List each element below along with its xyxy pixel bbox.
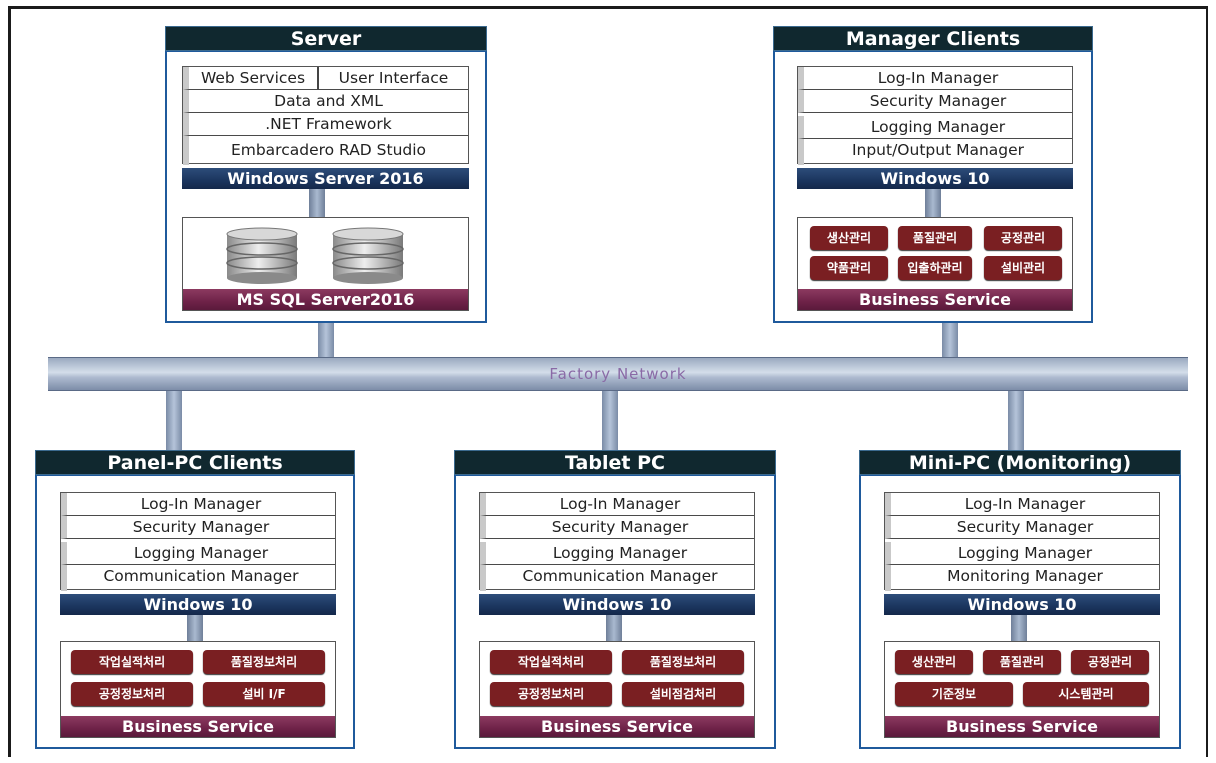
web-services-layer: Web Services [183,67,319,90]
factory-network-bus: Factory Network [48,357,1188,391]
server-title: Server [165,26,487,51]
user-interface-layer: User Interface [319,67,468,90]
manager-os-bar: Windows 10 [797,168,1073,189]
service-chip: 약품관리 [810,256,888,280]
communication-manager-layer: Communication Manager [480,565,754,591]
service-chip: 공정정보처리 [71,682,193,706]
database-icon [226,227,298,284]
mini-service-box: 생산관리 품질관리 공정관리 기준정보 시스템관리 Business Servi… [884,641,1160,738]
tablet-service-box: 작업실적처리 품질정보처리 공정정보처리 설비점검처리 Business Ser… [479,641,755,738]
service-chip: 생산관리 [810,226,888,250]
panel-node: Panel-PC Clients Log-In Manager Security… [35,450,355,749]
mini-node: Mini-PC (Monitoring) Log-In Manager Secu… [859,450,1181,749]
tablet-network-link [602,388,618,450]
service-chip: 품질관리 [898,226,972,250]
service-chip: 품질정보처리 [203,650,325,674]
communication-manager-layer: Communication Manager [61,565,335,591]
security-manager-layer: Security Manager [885,516,1159,539]
manager-stack: Log-In Manager Security Manager Logging … [797,66,1073,165]
monitoring-manager-layer: Monitoring Manager [885,565,1159,591]
login-manager-layer: Log-In Manager [61,493,335,516]
tablet-stack: Log-In Manager Security Manager Logging … [479,492,755,591]
manager-os-service-link [925,189,941,218]
server-network-link [318,322,334,358]
security-manager-layer: Security Manager [798,90,1072,113]
mini-title: Mini-PC (Monitoring) [859,450,1181,475]
network-label: Factory Network [549,365,687,383]
manager-network-link [942,323,958,358]
service-chip: 공정관리 [1071,650,1149,674]
service-chip: 공정정보처리 [490,682,612,706]
manager-service-box: 생산관리 품질관리 공정관리 약품관리 입출하관리 설비관리 Business … [797,217,1073,311]
tablet-node: Tablet PC Log-In Manager Security Manage… [454,450,776,749]
security-manager-layer: Security Manager [61,516,335,539]
database-icon [332,227,404,284]
panel-service-box: 작업실적처리 품질정보처리 공정정보처리 설비 I/F Business Ser… [60,641,336,738]
security-manager-layer: Security Manager [480,516,754,539]
manager-node: Manager Clients Log-In Manager Security … [773,26,1093,323]
business-service-bar: Business Service [61,716,335,737]
service-chip: 입출하관리 [898,256,972,280]
server-stack: Web Services User Interface Data and XML… [182,66,469,165]
service-chip: 생산관리 [895,650,973,674]
panel-stack: Log-In Manager Security Manager Logging … [60,492,336,591]
logging-manager-layer: Logging Manager [885,542,1159,565]
panel-os-service-link [187,615,203,642]
data-xml-layer: Data and XML [183,90,468,113]
service-chip: 설비점검처리 [622,682,744,706]
manager-title: Manager Clients [773,26,1093,51]
db-label: MS SQL Server2016 [183,289,468,310]
service-chip: 시스템관리 [1023,682,1149,706]
mini-stack: Log-In Manager Security Manager Logging … [884,492,1160,591]
panel-title: Panel-PC Clients [35,450,355,475]
business-service-bar: Business Service [885,716,1159,737]
login-manager-layer: Log-In Manager [885,493,1159,516]
tablet-title: Tablet PC [454,450,776,475]
dotnet-layer: .NET Framework [183,113,468,136]
service-chip: 기준정보 [895,682,1013,706]
panel-network-link [166,388,182,450]
mini-network-link [1008,388,1024,450]
mini-os-service-link [1011,615,1027,642]
logging-manager-layer: Logging Manager [480,542,754,565]
service-chip: 품질관리 [983,650,1061,674]
server-os-db-link [309,189,325,218]
service-chip: 설비 I/F [203,682,325,706]
tablet-os-service-link [606,615,622,642]
mini-os-bar: Windows 10 [884,594,1160,615]
diagram-frame [8,6,1208,757]
logging-manager-layer: Logging Manager [61,542,335,565]
server-node: Server Web Services User Interface Data … [165,26,487,323]
service-chip: 공정관리 [984,226,1062,250]
service-chip: 작업실적처리 [490,650,612,674]
business-service-bar: Business Service [798,289,1072,310]
login-manager-layer: Log-In Manager [480,493,754,516]
server-os-bar: Windows Server 2016 [182,168,469,189]
db-box: MS SQL Server2016 [182,217,469,311]
service-chip: 작업실적처리 [71,650,193,674]
rad-studio-layer: Embarcadero RAD Studio [183,136,468,165]
logging-manager-layer: Logging Manager [798,116,1072,139]
service-chip: 품질정보처리 [622,650,744,674]
service-chip: 설비관리 [984,256,1062,280]
panel-os-bar: Windows 10 [60,594,336,615]
login-manager-layer: Log-In Manager [798,67,1072,90]
io-manager-layer: Input/Output Manager [798,139,1072,165]
tablet-os-bar: Windows 10 [479,594,755,615]
business-service-bar: Business Service [480,716,754,737]
